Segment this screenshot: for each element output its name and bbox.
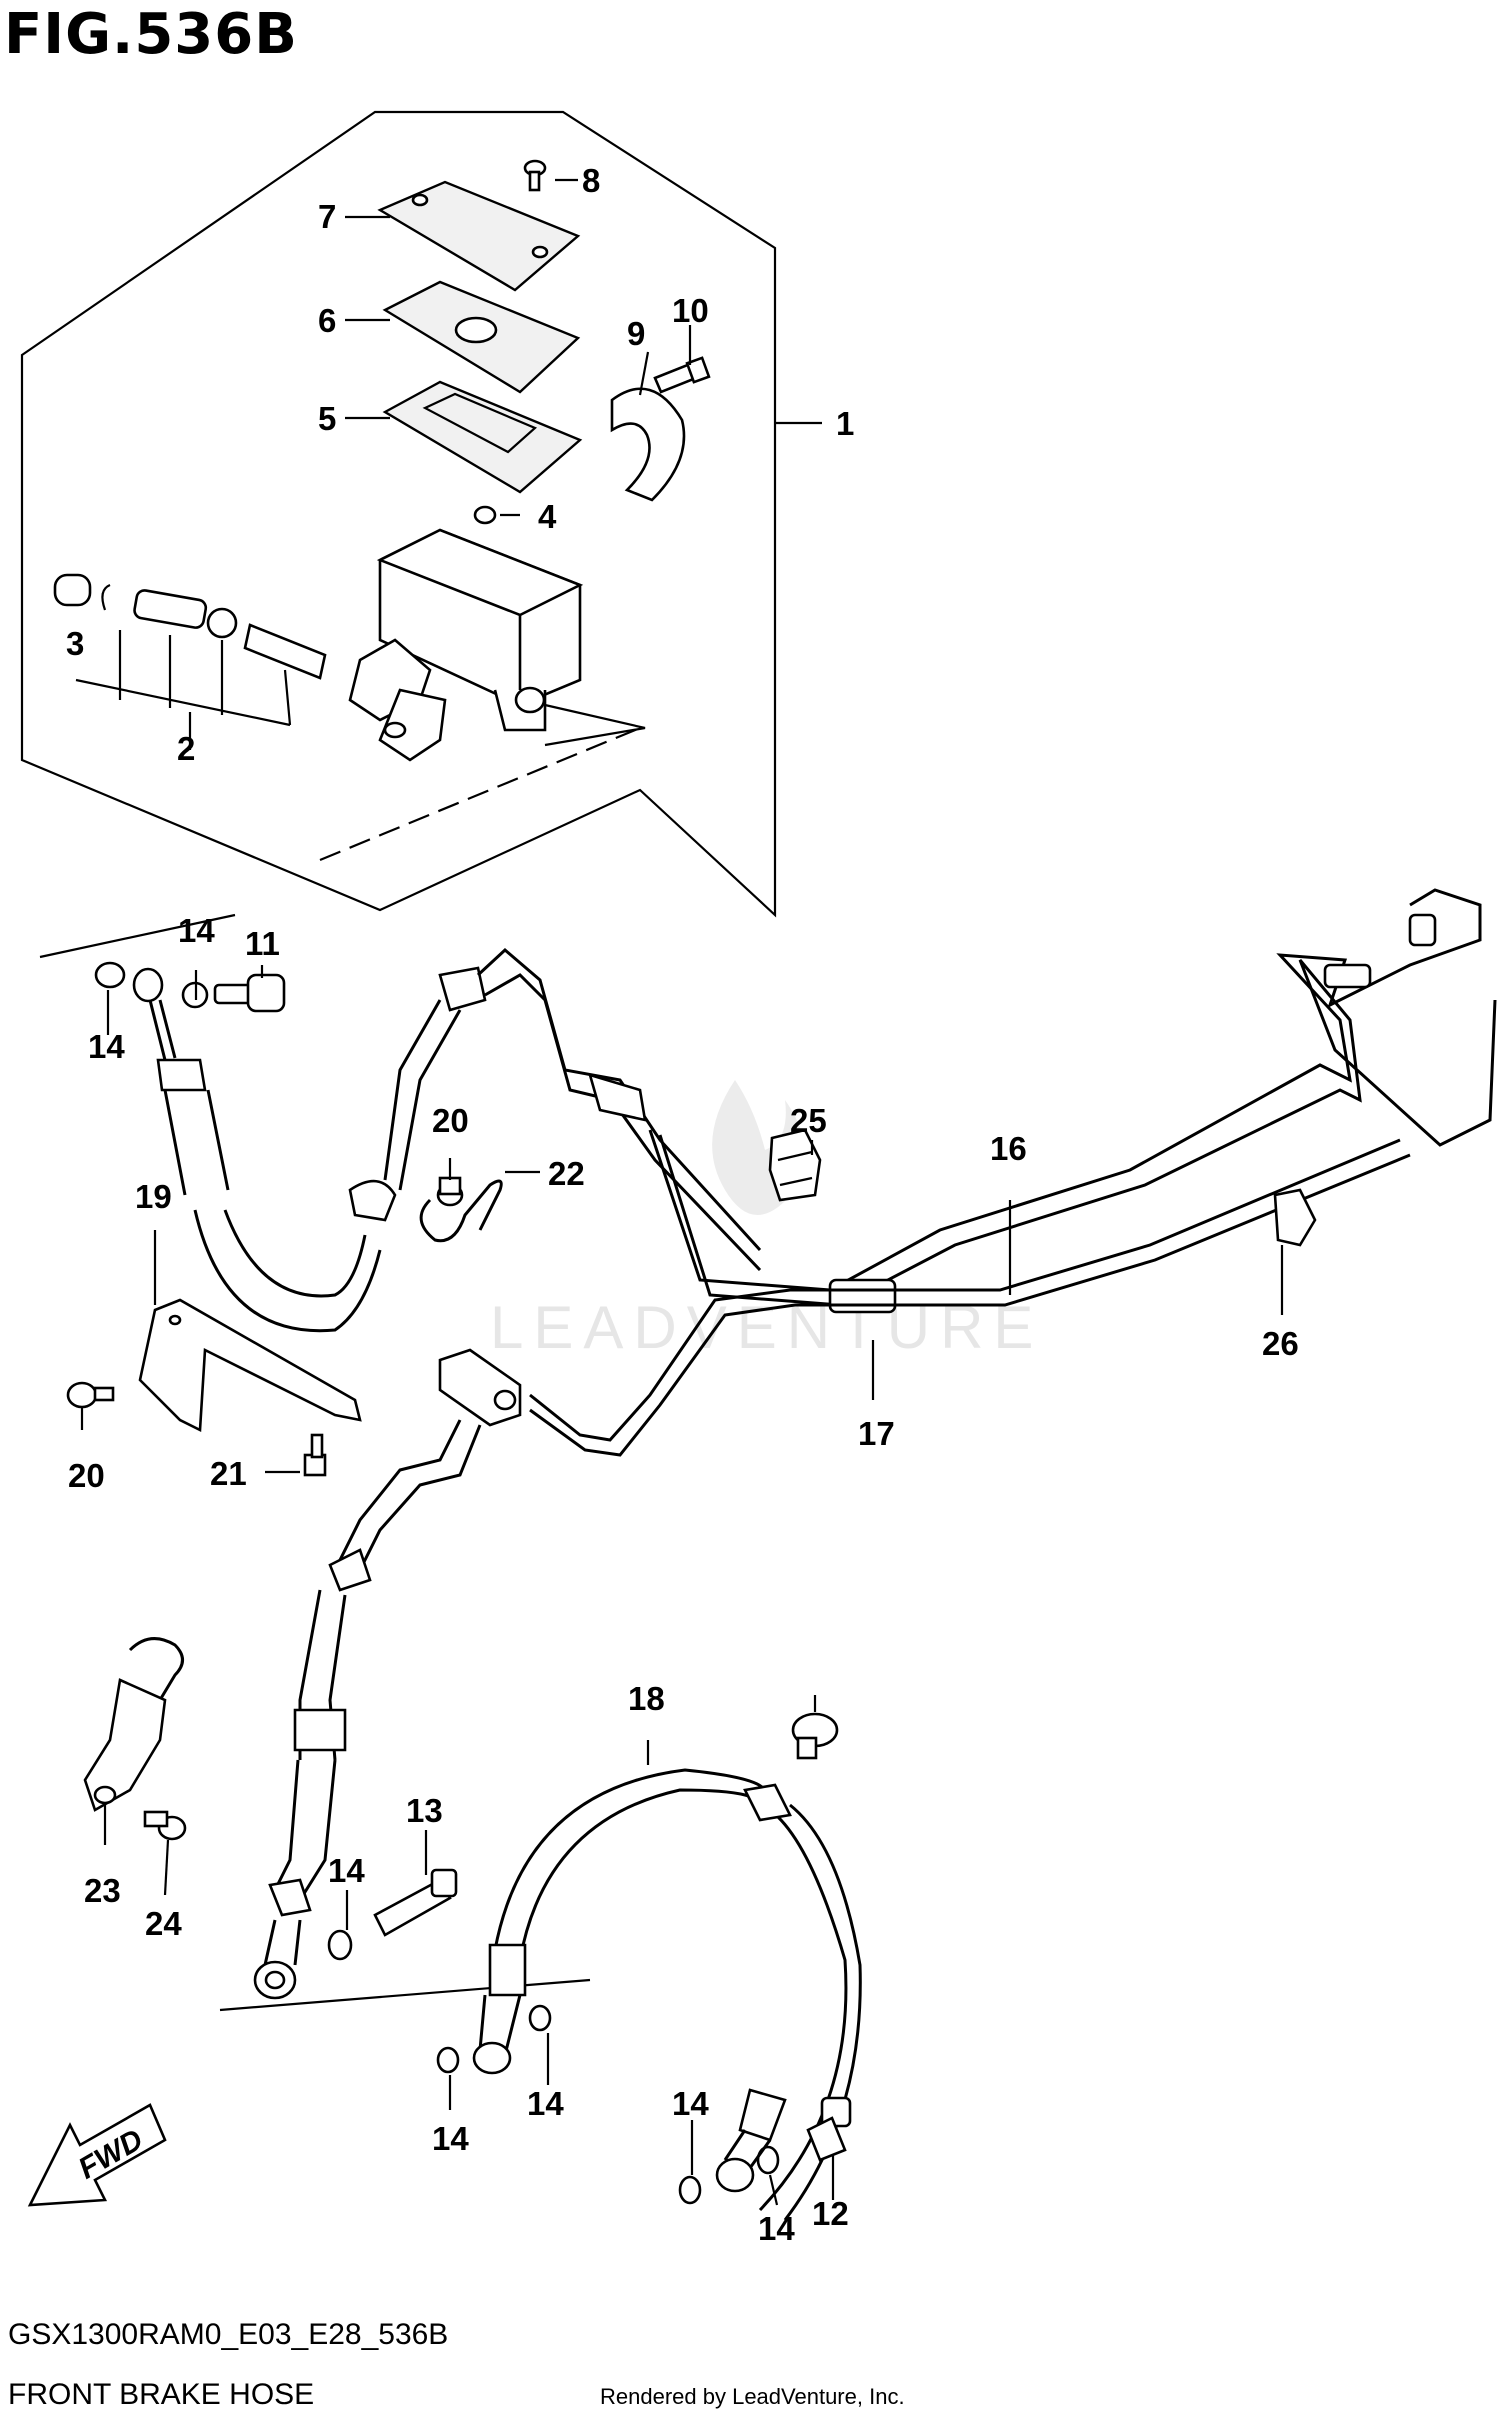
callout-14-e: 14	[527, 2085, 564, 2122]
callout-20-a: 20	[68, 1457, 105, 1494]
union-bolt-13	[373, 1868, 458, 1937]
clamp-25	[1273, 1188, 1317, 1247]
piston-set-2	[53, 573, 327, 750]
callout-11: 11	[245, 925, 280, 962]
reservoir-cover-7	[377, 180, 581, 292]
washer-14-e	[327, 1929, 353, 1961]
bolt-10	[653, 356, 711, 394]
callout-21: 22	[548, 1155, 585, 1192]
callout-3: 3	[66, 625, 84, 662]
callout-6: 6	[318, 302, 336, 339]
pipe-sleeve	[828, 1278, 897, 1314]
callout-15: 16	[990, 1130, 1027, 1167]
fwd-arrow: FWD	[27, 2103, 167, 2207]
leader-lines	[80, 178, 1284, 2206]
callout-14-f: 14	[672, 2085, 709, 2122]
lower-hose-left	[333, 1419, 482, 1581]
kit-cut-line	[319, 726, 641, 862]
clip-21	[419, 1179, 503, 1243]
callout-4: 4	[538, 498, 557, 535]
bolt-20b	[303, 1433, 327, 1477]
bolt-23	[143, 1810, 187, 1841]
washer-14-f	[436, 2046, 460, 2074]
callout-12: 12	[812, 2195, 849, 2232]
diagram-subtitle: FRONT BRAKE HOSE	[8, 2378, 315, 2411]
callout-8: 8	[582, 162, 600, 199]
callout-23: 24	[145, 1905, 182, 1942]
callout-5: 5	[318, 400, 336, 437]
callout-labels: 8 7 6 5 9 10 1 4 3 2 14 11 14 20 22 19 2…	[66, 162, 1299, 2247]
clamp-26	[791, 1712, 839, 1760]
clip-24	[768, 1128, 822, 1202]
credit-text: Rendered by LeadVenture, Inc.	[600, 2384, 905, 2409]
bolt-19	[436, 1176, 464, 1207]
washer-14-g	[528, 2004, 552, 2032]
callout-2: 2	[177, 730, 195, 767]
brake-hose-17	[472, 1768, 862, 2221]
pipe-end-fitting	[1323, 913, 1437, 989]
callout-13: 13	[406, 1792, 443, 1829]
junction-block	[438, 1348, 522, 1427]
model-code: GSX1300RAM0_E03_E28_536B	[8, 2318, 449, 2351]
callout-14-d: 14	[432, 2120, 469, 2157]
callout-17: 18	[628, 1680, 665, 1717]
master-cylinder-body	[348, 528, 646, 762]
callout-20-b: 21	[210, 1455, 247, 1492]
lower-cut-left	[219, 1978, 591, 2012]
callout-14-g: 14	[758, 2210, 795, 2247]
brake-pipe-16	[529, 1138, 1401, 1442]
union-bolt-12	[806, 2096, 852, 2162]
bracket-22	[83, 1637, 184, 1812]
brake-pipe-15	[648, 888, 1482, 1292]
screw-8	[523, 159, 547, 192]
callout-22: 23	[84, 1872, 121, 1909]
callout-16: 17	[858, 1415, 895, 1452]
callout-14-c: 14	[328, 1852, 365, 1889]
washer-14-i	[756, 2145, 780, 2175]
callout-19: 20	[432, 1102, 469, 1139]
callout-14-b: 14	[88, 1028, 125, 1065]
washer-14-h	[678, 2175, 702, 2205]
callout-25: 26	[1262, 1325, 1299, 1362]
callout-7: 7	[318, 198, 336, 235]
watermark: LEADVENTURE	[490, 1080, 1033, 1361]
callout-10: 10	[672, 292, 709, 329]
kit-boundary	[20, 110, 777, 918]
callout-14-a: 14	[178, 912, 215, 949]
bolt-20a	[66, 1381, 115, 1409]
bracket-18	[138, 1298, 362, 1433]
washer-4	[473, 505, 497, 525]
clamp-9	[610, 387, 686, 502]
callout-1: 1	[836, 405, 854, 442]
lower-cut-line	[39, 913, 236, 959]
callout-18: 19	[135, 1178, 172, 1215]
callout-24: 25	[790, 1102, 827, 1139]
figure-title: FIG.536B	[4, 2, 298, 67]
diaphragm-5	[382, 380, 583, 494]
callout-9: 9	[627, 315, 645, 352]
